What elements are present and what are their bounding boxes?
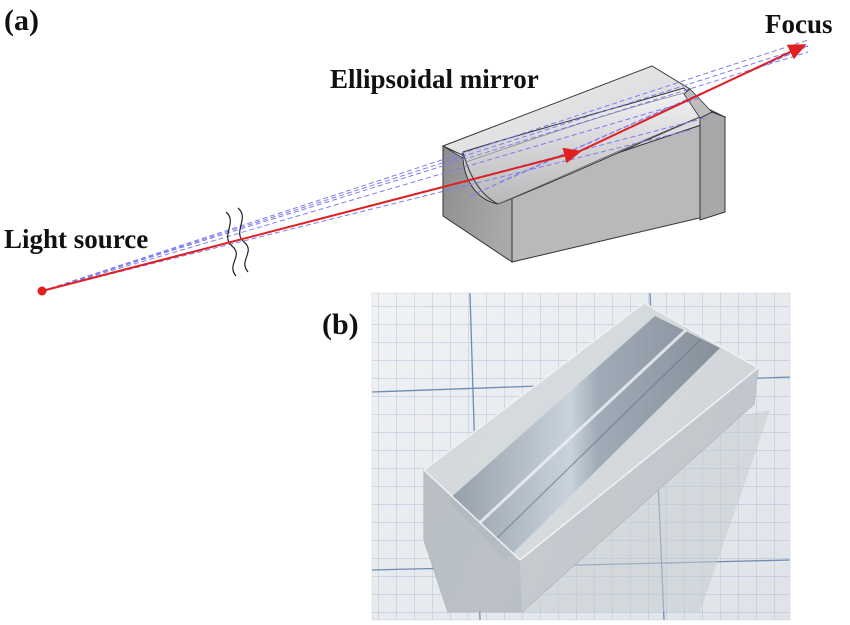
light-source-label: Light source	[4, 224, 149, 254]
ellipsoidal-mirror-label: Ellipsoidal mirror	[330, 64, 539, 94]
reflected-ray	[577, 44, 807, 153]
glass-block-channel	[448, 316, 720, 560]
panel-b-label: (b)	[322, 308, 359, 341]
panel-b-photo	[372, 293, 790, 620]
central-ray	[41, 147, 582, 292]
panel-a-diagram	[37, 39, 809, 296]
focus-label: Focus	[765, 9, 833, 39]
panel-a-label: (a)	[4, 4, 39, 37]
beam-break-marks	[225, 207, 249, 277]
light-source-point	[37, 286, 47, 296]
